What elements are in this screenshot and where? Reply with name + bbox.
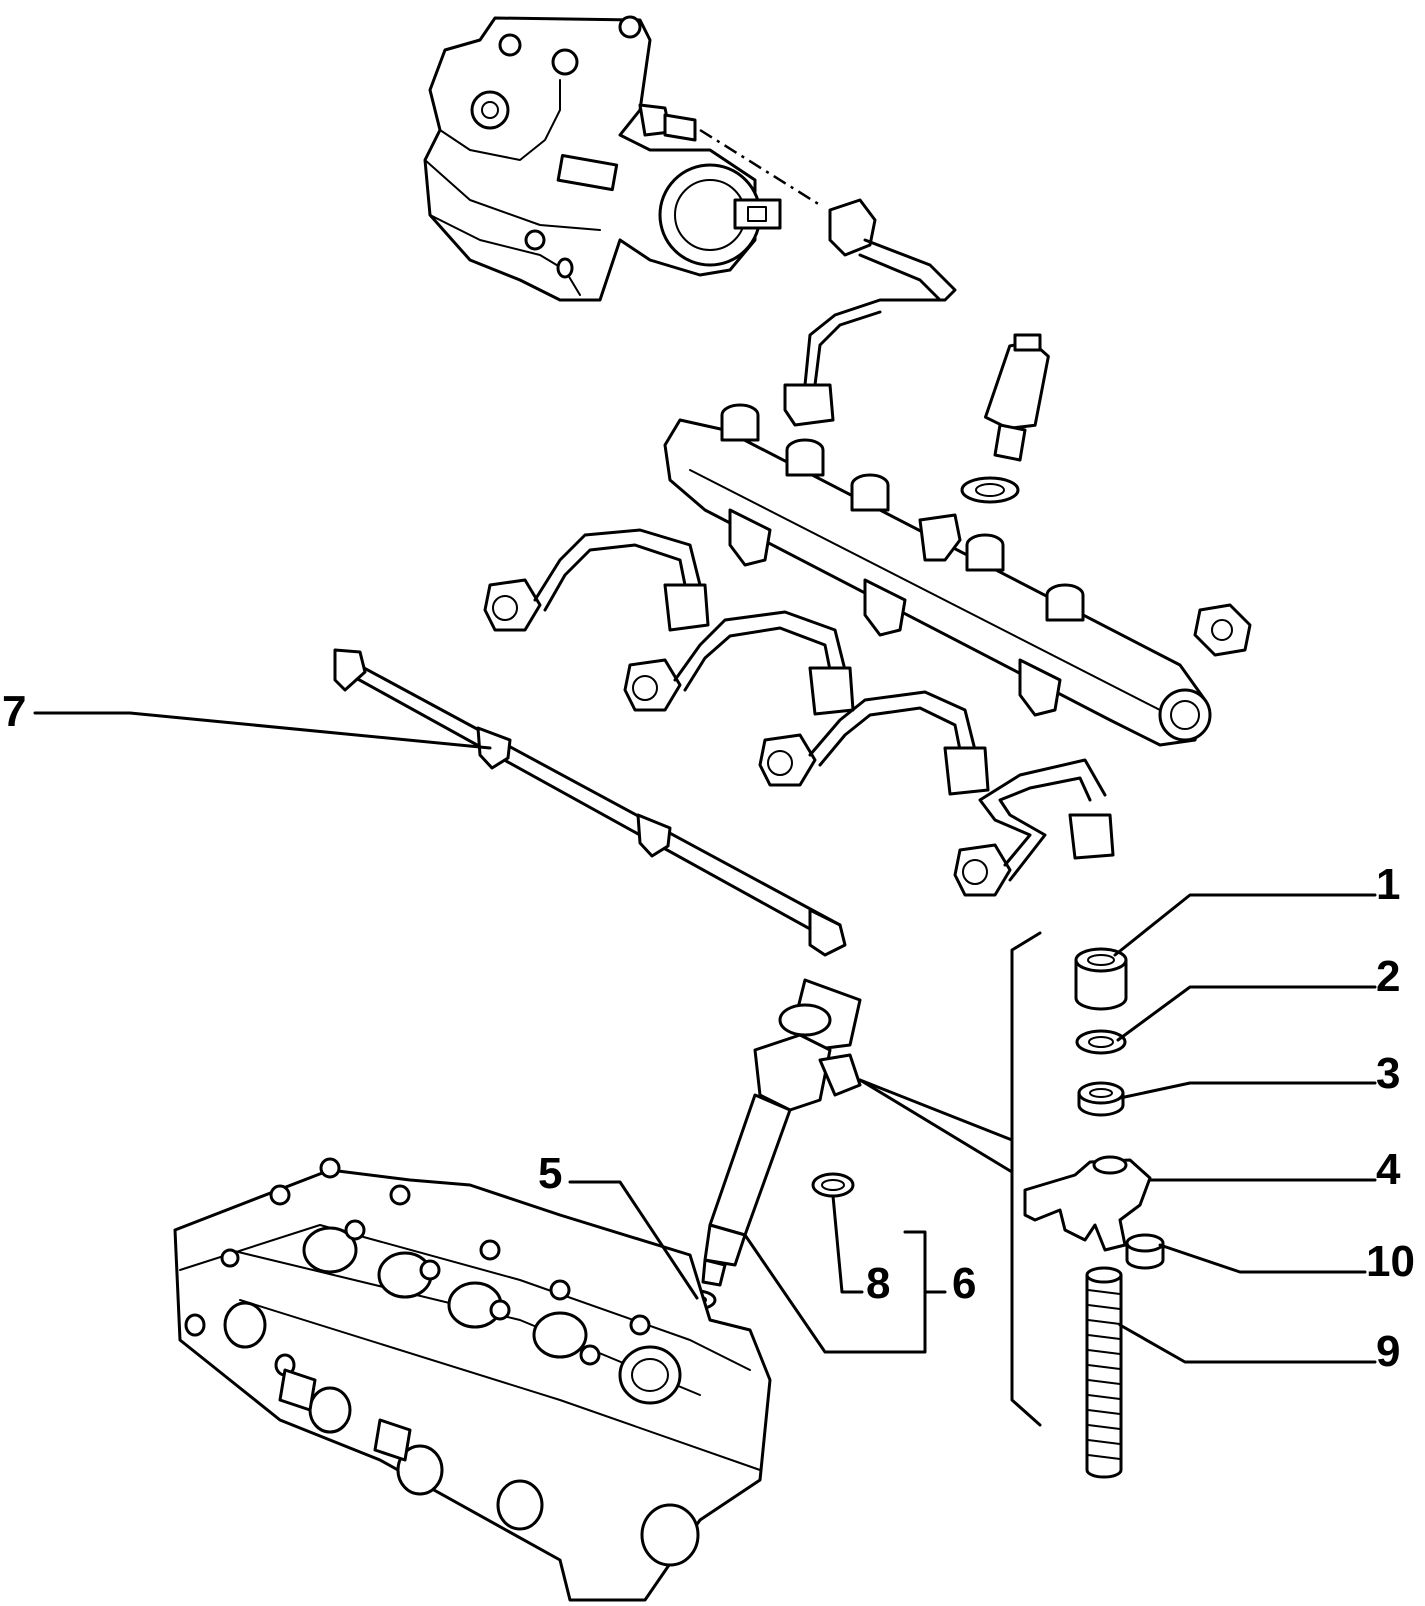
rail-ports — [720, 403, 1085, 622]
high-pressure-pump — [423, 15, 821, 302]
injector-sleeve — [1074, 947, 1128, 1011]
spacer-ring — [1077, 1081, 1125, 1117]
clamp-nut — [1125, 1233, 1165, 1270]
callout-7: 7 — [2, 687, 27, 736]
feed-pipe — [783, 198, 957, 427]
injector-pipes — [483, 528, 1115, 897]
retaining-clip — [811, 1172, 855, 1198]
callout-10: 10 — [1366, 1237, 1415, 1286]
callout-2: 2 — [1376, 952, 1401, 1001]
injector-clamp — [1023, 1155, 1152, 1252]
injector — [701, 978, 862, 1287]
callout-8: 8 — [866, 1259, 891, 1308]
callout-3: 3 — [1376, 1049, 1401, 1098]
leader-lines — [33, 711, 1377, 1427]
rail-pressure-sensor — [960, 333, 1050, 504]
threaded-stud — [1085, 1266, 1123, 1479]
callout-9: 9 — [1376, 1327, 1401, 1376]
common-rail — [663, 403, 1212, 747]
flat-washer — [1075, 1029, 1127, 1055]
cylinder-head — [173, 1157, 772, 1602]
leak-off-line — [333, 648, 847, 957]
callout-4: 4 — [1376, 1145, 1401, 1194]
head-bolts — [220, 1157, 651, 1366]
callout-5: 5 — [538, 1149, 563, 1198]
callout-6: 6 — [952, 1259, 977, 1308]
callout-1: 1 — [1376, 860, 1401, 909]
rail-nut — [1193, 603, 1252, 657]
